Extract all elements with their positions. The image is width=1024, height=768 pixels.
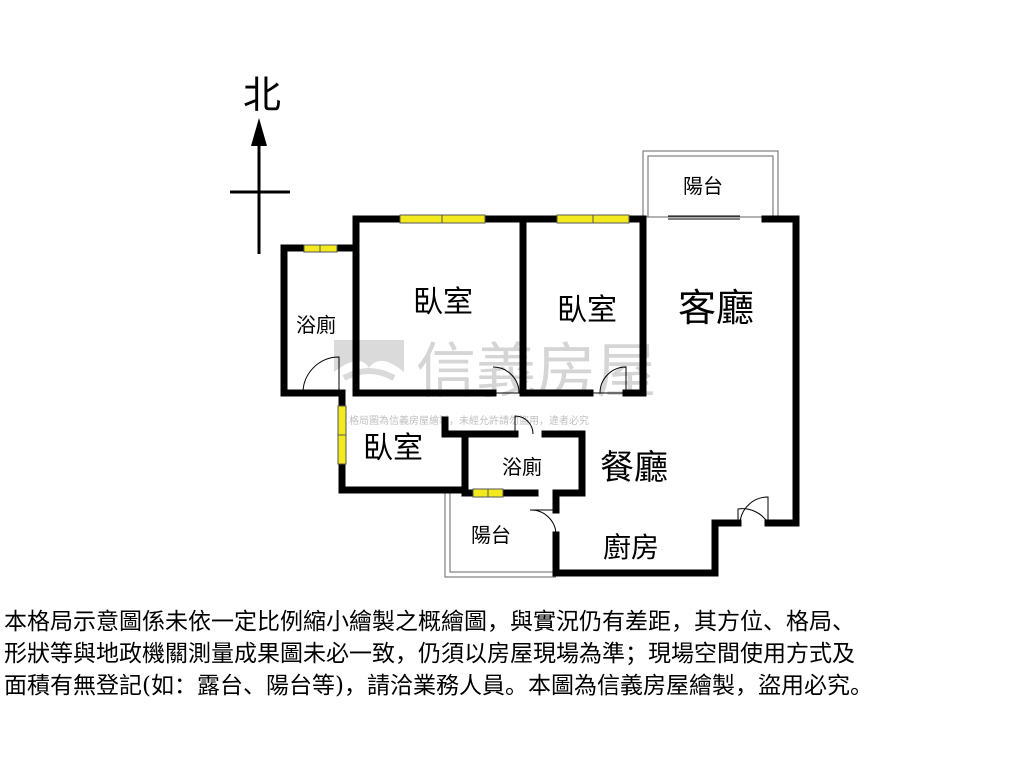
living-room-label: 客廳 <box>678 286 754 330</box>
north-label: 北 <box>243 73 281 117</box>
bathroom-1-label: 浴廁 <box>296 313 336 337</box>
disclaimer-line-2: 形狀等與地政機關測量成果圖未必一致，仍須以房屋現場為準；現場空間使用方式及 <box>4 641 855 667</box>
bedroom-3-label: 臥室 <box>363 431 423 466</box>
windows <box>303 214 630 498</box>
disclaimer-text: 本格局示意圖係未依一定比例縮小繪製之概繪圖，與實況仍有差距，其方位、格局、 形狀… <box>4 606 1020 702</box>
dining-room-label: 餐廳 <box>600 448 668 488</box>
north-arrow <box>230 118 290 254</box>
balcony-south <box>444 493 556 578</box>
balcony-north-label: 陽台 <box>683 174 723 198</box>
balcony-south-label: 陽台 <box>471 523 511 547</box>
disclaimer-line-3: 面積有無登記(如：露台、陽台等)，請洽業務人員。本圖為信義房屋繪製，盜用必究。 <box>4 673 873 699</box>
walls <box>280 215 800 577</box>
floor-plan: 信義房屋 格局圖為信義房屋繪製，未經允許請勿盜用，違者必究 北 <box>230 73 800 578</box>
watermark-logo <box>334 340 404 390</box>
watermark-notice: 格局圖為信義房屋繪製，未經允許請勿盜用，違者必究 <box>349 414 589 427</box>
bedroom-2-label: 臥室 <box>557 293 617 328</box>
bedroom-1-label: 臥室 <box>413 285 473 320</box>
disclaimer-line-1: 本格局示意圖係未依一定比例縮小繪製之概繪圖，與實況仍有差距，其方位、格局、 <box>4 609 855 635</box>
doors <box>302 215 769 536</box>
bathroom-2-label: 浴廁 <box>502 455 542 479</box>
balcony-north <box>642 150 779 218</box>
kitchen-label: 廚房 <box>603 531 659 564</box>
